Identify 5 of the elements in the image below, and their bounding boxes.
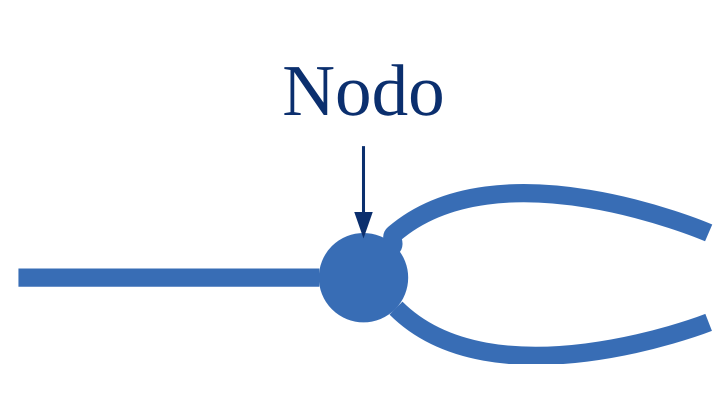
node-circle [318, 232, 408, 322]
node-text: Nodo [282, 50, 445, 131]
connector [18, 268, 320, 287]
connector [390, 300, 712, 364]
arrow [354, 146, 373, 238]
